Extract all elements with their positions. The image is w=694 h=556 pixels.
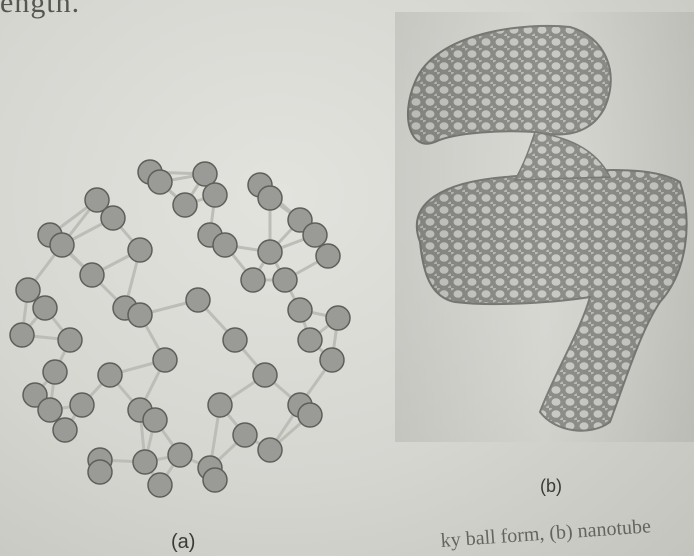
carbon-atom [203, 183, 227, 207]
figure-caption: ky ball form, (b) nanotube [440, 515, 652, 553]
carbon-atom [128, 303, 152, 327]
figure-b-nanotube [395, 12, 694, 442]
buckyball-drawing [0, 150, 360, 510]
carbon-atom [148, 170, 172, 194]
carbon-atom [258, 240, 282, 264]
carbon-atom [58, 328, 82, 352]
carbon-atom [98, 363, 122, 387]
carbon-atom [253, 363, 277, 387]
carbon-atom [143, 408, 167, 432]
nanotube-drawing [395, 12, 694, 442]
carbon-atom [213, 233, 237, 257]
carbon-atom [298, 328, 322, 352]
carbon-atom [298, 403, 322, 427]
figure-a-label: (a) [171, 531, 195, 554]
carbon-atom [38, 398, 62, 422]
carbon-atom [53, 418, 77, 442]
carbon-atom [168, 443, 192, 467]
carbon-atom [43, 360, 67, 384]
carbon-atom [50, 233, 74, 257]
carbon-atom [148, 473, 172, 497]
carbon-atom [128, 238, 152, 262]
carbon-atom [88, 460, 112, 484]
carbon-atom [258, 186, 282, 210]
carbon-atom [33, 296, 57, 320]
figure-b-label: (b) [540, 476, 562, 497]
carbon-atom [320, 348, 344, 372]
carbon-atom [173, 193, 197, 217]
carbon-atom [80, 263, 104, 287]
carbon-atom [258, 438, 282, 462]
carbon-atom [223, 328, 247, 352]
carbon-atom [153, 348, 177, 372]
carbon-atom [133, 450, 157, 474]
carbon-atom [288, 298, 312, 322]
carbon-atom [233, 423, 257, 447]
carbon-atom [70, 393, 94, 417]
top-text-fragment: ength. [0, 0, 80, 20]
carbon-atom [203, 468, 227, 492]
carbon-atom [208, 393, 232, 417]
carbon-atom [273, 268, 297, 292]
carbon-atom [303, 223, 327, 247]
nanotube-shading [395, 12, 694, 442]
carbon-atom [326, 306, 350, 330]
carbon-atom [316, 244, 340, 268]
carbon-atom [16, 278, 40, 302]
carbon-atom [101, 206, 125, 230]
figure-a-buckyball [0, 150, 360, 510]
carbon-atom [186, 288, 210, 312]
carbon-atom [241, 268, 265, 292]
carbon-atom [10, 323, 34, 347]
